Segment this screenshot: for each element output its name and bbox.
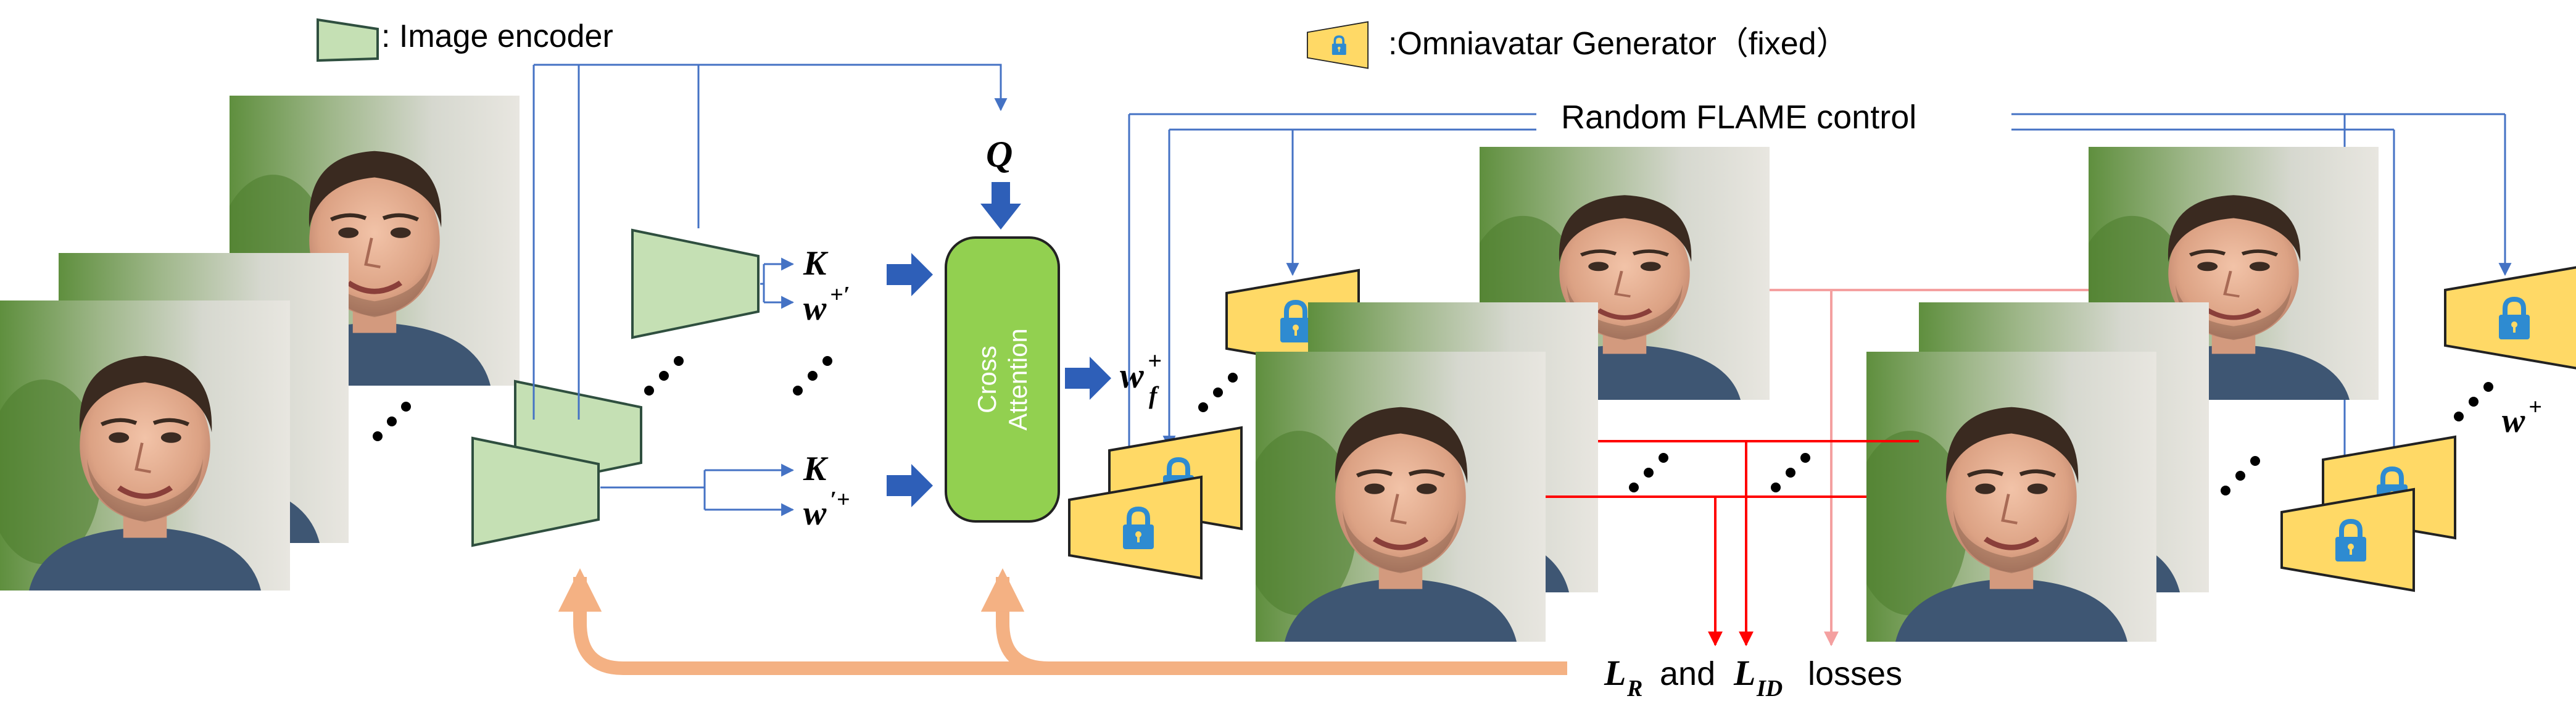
legend-encoder-label: : Image encoder: [381, 19, 613, 54]
flame-control-lines: [1122, 113, 2512, 489]
block-arrow-out: [1065, 357, 1111, 400]
q-label: Q: [986, 134, 1013, 175]
legend-generator-label: :Omniavatar Generator（fixed）: [1388, 26, 1849, 62]
w-plus-label: w: [2502, 402, 2525, 440]
encoder-top: [632, 230, 758, 338]
legend-generator: :Omniavatar Generator（fixed）: [1307, 22, 1849, 68]
generated-face-front: [1241, 352, 1546, 642]
w-top-superscript: +′: [830, 282, 850, 308]
green-trapezoid-icon: [317, 18, 379, 62]
ellipsis-dots: [373, 402, 411, 441]
cross-attention-label-line2: Attention: [1003, 328, 1032, 431]
random-flame-label: Random FLAME control: [1561, 99, 1916, 136]
loss-feedback-arrows: [558, 568, 1567, 675]
generator-mid-front: [1069, 477, 1201, 578]
loss-connection-lines: [1546, 289, 2089, 647]
w-top-label: w: [803, 289, 827, 328]
legend-encoder: : Image encoder: [317, 18, 613, 62]
generator-right-front: [2282, 489, 2414, 591]
ellipsis-dots: [1771, 453, 1810, 492]
loss-lid-subscript: ID: [1756, 676, 1783, 702]
loss-word-text: losses: [1808, 655, 1902, 692]
reference-face-front: [1852, 352, 2157, 642]
loss-lr-symbol: L: [1604, 653, 1626, 693]
loss-label: L R and L ID losses: [1604, 653, 1902, 702]
ellipsis-dots: [644, 356, 684, 396]
w-bottom-superscript: ′+: [830, 487, 850, 513]
generator-right-top: [2445, 267, 2576, 368]
encoder-input-lines: [532, 64, 1008, 420]
loss-lid-symbol: L: [1733, 653, 1755, 693]
cross-attention-label-line1: Cross: [972, 346, 1001, 413]
k-top-label: K: [803, 244, 829, 283]
ellipsis-dots: [2221, 456, 2260, 495]
k-bottom-label: K: [803, 450, 829, 488]
yellow-lock-trapezoid-icon: [1307, 22, 1368, 68]
input-face-stack: [0, 96, 520, 591]
input-face-front: [0, 300, 290, 591]
ellipsis-dots: [1629, 453, 1668, 492]
w-plus-superscript: +: [2528, 394, 2542, 420]
encoder-output-lines: [600, 257, 795, 516]
ellipsis-dots: [2454, 382, 2493, 421]
wf-label: w: [1120, 355, 1144, 396]
block-arrows-in: [887, 182, 1021, 507]
loss-lr-subscript: R: [1626, 676, 1642, 702]
loss-and-text: and: [1660, 655, 1715, 692]
ellipsis-dots: [1198, 373, 1238, 412]
cross-attention-block: Cross Attention: [945, 236, 1060, 523]
w-bottom-label: w: [803, 494, 827, 533]
wf-superscript: +: [1148, 347, 1162, 375]
ellipsis-dots: [793, 356, 832, 396]
wf-subscript: f: [1149, 381, 1159, 409]
